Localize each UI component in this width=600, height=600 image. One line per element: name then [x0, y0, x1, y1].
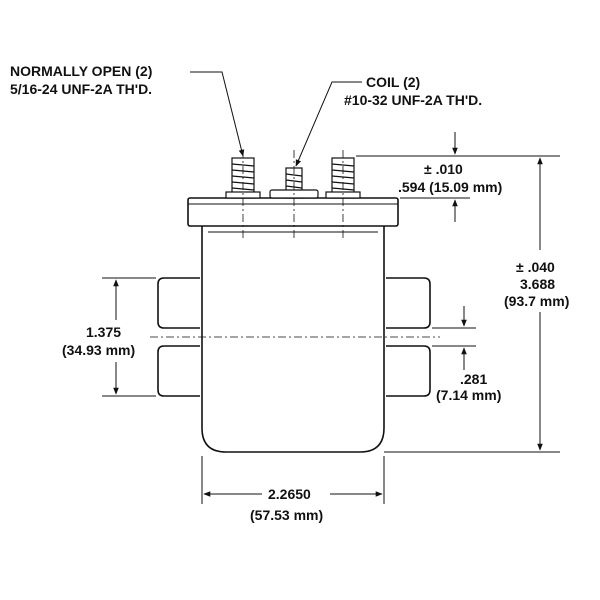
- callout-coil-line1: COIL (2): [366, 74, 420, 90]
- dim-body-width-value: 2.2650: [268, 486, 311, 502]
- dim-bracket-span-metric: (34.93 mm): [62, 342, 135, 358]
- callout-normally-open-line1: NORMALLY OPEN (2): [10, 63, 152, 79]
- dim-terminal-height-tolerance: ± .010: [424, 161, 463, 177]
- callout-normally-open-line2: 5/16-24 UNF-2A TH'D.: [10, 81, 152, 97]
- dim-overall-height: [384, 157, 560, 453]
- dim-slot-width-value: .281: [460, 371, 487, 387]
- dim-terminal-height: [356, 132, 560, 222]
- leader-coil: [295, 81, 362, 167]
- dim-overall-height-metric: (93.7 mm): [504, 293, 569, 309]
- dim-body-width-metric: (57.53 mm): [250, 507, 323, 523]
- leader-normally-open: [190, 71, 245, 157]
- dim-terminal-height-value: .594 (15.09 mm): [398, 179, 502, 195]
- solenoid-body: [187, 197, 399, 453]
- dim-overall-height-value: 3.688: [520, 276, 555, 292]
- dim-bracket-span-value: 1.375: [86, 324, 121, 340]
- centerlines: [150, 150, 440, 338]
- dim-overall-height-tolerance: ± .040: [516, 259, 555, 275]
- dim-slot-width: [432, 306, 476, 370]
- dim-bracket-span: [102, 277, 156, 397]
- mounting-bracket: [157, 277, 431, 397]
- callout-coil-line2: #10-32 UNF-2A TH'D.: [344, 92, 482, 108]
- dim-slot-width-metric: (7.14 mm): [436, 387, 501, 403]
- dim-body-width: [201, 456, 385, 504]
